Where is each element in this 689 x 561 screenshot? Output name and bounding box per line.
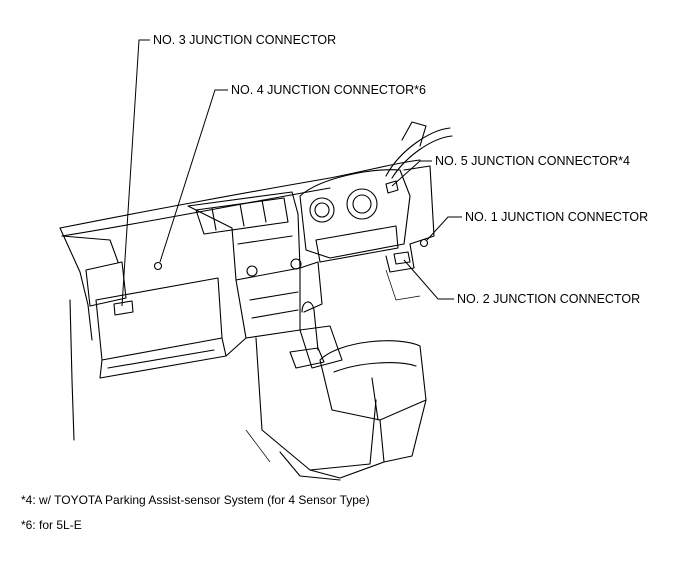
leader-no5 xyxy=(391,160,432,187)
callout-no1-junction-connector: NO. 1 JUNCTION CONNECTOR xyxy=(465,210,648,224)
leader-no4 xyxy=(159,89,228,263)
footnote-4: *4: w/ TOYOTA Parking Assist-sensor Syst… xyxy=(21,493,370,507)
callout-no2-junction-connector: NO. 2 JUNCTION CONNECTOR xyxy=(457,292,640,306)
leader-no1 xyxy=(426,216,462,241)
callout-no5-junction-connector: NO. 5 JUNCTION CONNECTOR*4 xyxy=(435,154,630,168)
leader-no2 xyxy=(403,259,454,300)
callout-no3-junction-connector: NO. 3 JUNCTION CONNECTOR xyxy=(153,33,336,47)
leader-no3 xyxy=(121,39,150,307)
leader-lines xyxy=(121,39,462,307)
footnote-6: *6: for 5L-E xyxy=(21,518,82,532)
dashboard-illustration xyxy=(59,121,453,481)
callout-no4-junction-connector: NO. 4 JUNCTION CONNECTOR*6 xyxy=(231,83,426,97)
